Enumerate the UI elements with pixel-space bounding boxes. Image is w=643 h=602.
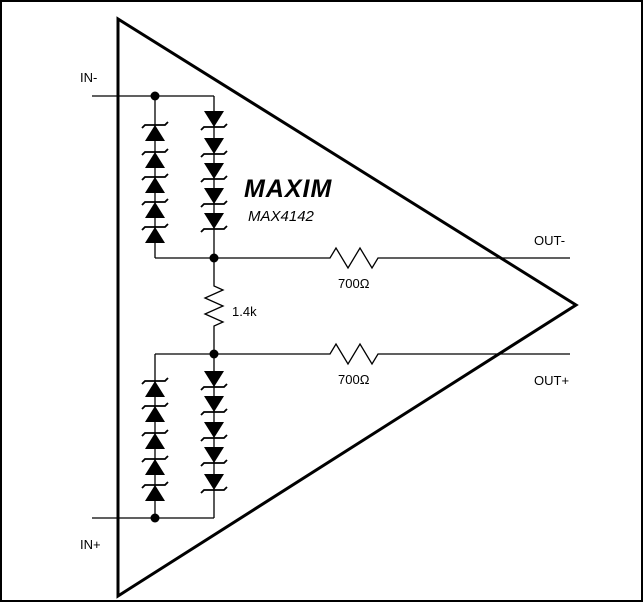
part-number: MAX4142 [248,208,315,225]
diode-icon [200,447,228,467]
in-plus-label: IN+ [80,537,101,552]
diode-icon [200,474,228,494]
diode-string-bottom-left [141,377,169,501]
diode-string-top-right [200,111,228,233]
diode-string-top-left [141,121,169,243]
diode-icon [200,138,228,158]
diode-icon [141,223,169,243]
diode-icon [200,371,228,391]
diode-icon [141,148,169,168]
diode-icon [141,198,169,218]
diode-icon [141,455,169,475]
diode-icon [200,422,228,442]
diode-icon [141,481,169,501]
in-minus-label: IN- [80,70,97,85]
diode-icon [200,396,228,416]
resistor-700-bottom-label: 700Ω [338,372,370,387]
out-minus-label: OUT- [534,233,565,248]
diode-icon [141,377,169,397]
out-plus-label: OUT+ [534,373,569,388]
diode-icon [200,163,228,183]
resistor-1k4-label: 1.4k [232,304,257,319]
resistor-1k4 [203,282,225,336]
resistor-700-top [320,246,386,270]
resistor-700-top-label: 700Ω [338,276,370,291]
amplifier-triangle [116,16,579,599]
diode-icon [141,402,169,422]
diode-icon [141,121,169,141]
diode-icon [200,188,228,208]
diode-icon [200,213,228,233]
diode-icon [200,111,228,131]
maxim-logo: MAXIM [244,175,333,203]
resistor-700-bottom [320,342,386,366]
diode-icon [141,429,169,449]
diode-string-bottom-right [200,371,228,494]
diode-icon [141,173,169,193]
